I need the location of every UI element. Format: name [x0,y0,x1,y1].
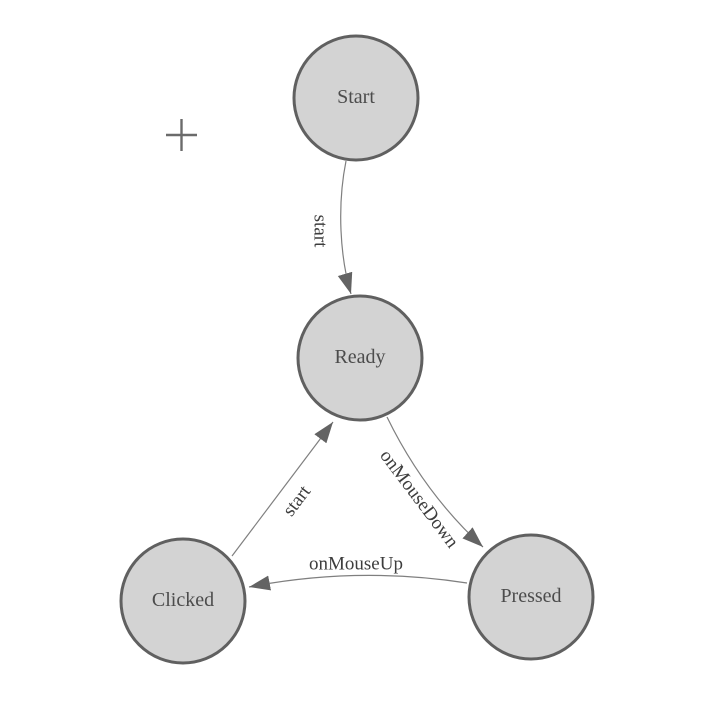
state-label: Clicked [152,589,214,611]
state-circle[interactable] [296,294,424,422]
crosshair-icon [166,119,197,151]
transition-path[interactable] [248,574,468,591]
state-circle[interactable] [119,537,247,665]
transition-pressed-to-clicked[interactable]: onMouseUp [248,554,468,591]
transition-clicked-to-ready[interactable]: start [231,421,334,557]
transition-label[interactable]: onMouseUp [309,554,403,575]
state-circle[interactable] [292,34,420,162]
transition-label[interactable]: onMouseDown [375,446,463,553]
transition-start-to-ready[interactable]: start [310,160,353,295]
state-node-pressed[interactable]: Pressed [467,533,595,661]
transition-path[interactable] [231,421,334,557]
state-label: Start [337,86,375,108]
transition-label[interactable]: start [310,215,331,248]
state-node-ready[interactable]: Ready [296,294,424,422]
state-circle[interactable] [467,533,595,661]
state-label: Ready [334,346,385,368]
transition-ready-to-pressed[interactable]: onMouseDown [375,416,484,553]
transition-path[interactable] [337,160,353,295]
transition-path[interactable] [386,416,484,548]
state-label: Pressed [500,585,561,607]
state-node-clicked[interactable]: Clicked [119,537,247,665]
state-node-start[interactable]: Start [292,34,420,162]
